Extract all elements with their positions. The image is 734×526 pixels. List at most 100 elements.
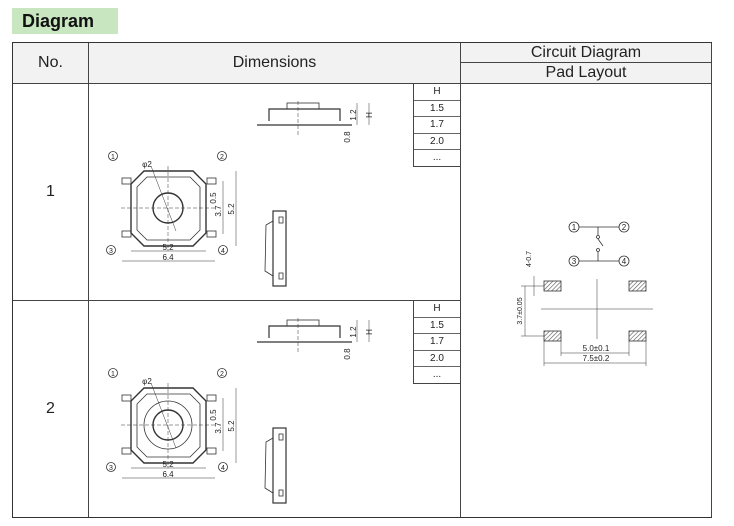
- pad-width-inner-label: 5.0±0.1: [583, 344, 610, 353]
- height-value: ...: [432, 369, 442, 380]
- pin-label: 2: [622, 223, 627, 232]
- diameter-label: φ2: [142, 160, 152, 169]
- height-header: H: [414, 84, 460, 101]
- pad-size-label: 4-0.7: [526, 251, 533, 267]
- end-body: [272, 210, 287, 287]
- height-label: H: [365, 329, 374, 335]
- pin-number-circle: [108, 368, 118, 378]
- end-button: [264, 437, 274, 494]
- header-no: No.: [13, 43, 89, 84]
- button-top: [286, 319, 320, 327]
- pin-pitch-label: 3.7: [214, 205, 223, 217]
- pin-number-label: 3: [109, 465, 113, 472]
- base-thickness-label: 0.8: [343, 131, 352, 143]
- pin-number-circle: [106, 462, 116, 472]
- circuit-pad-drawing: 1 2 3 4 5.0±0.1 7.5±0.2 3.7±0.05 4-0.7: [517, 221, 653, 366]
- width-inner-label: 5.2: [162, 460, 174, 469]
- section-title: Diagram: [12, 8, 118, 34]
- leader-line: [150, 165, 177, 232]
- pin-number-label: 2: [220, 154, 224, 161]
- button-top: [286, 102, 320, 110]
- pin: [206, 447, 217, 455]
- pad-layout: 5.0±0.1 7.5±0.2 3.7±0.05 4-0.7: [517, 251, 653, 366]
- width-outer-label: 6.4: [162, 253, 174, 262]
- side-body: [268, 108, 341, 121]
- pin-width-label: 0.5: [209, 409, 218, 421]
- base-thickness-label: 0.8: [343, 348, 352, 360]
- switch-body-inner: [136, 393, 201, 458]
- pin: [121, 177, 132, 185]
- height-header: H: [414, 301, 460, 318]
- height-value: 2.0: [414, 134, 460, 150]
- pin: [206, 394, 217, 402]
- pin-number-label: 4: [221, 248, 225, 255]
- circuit-diagram: 1 2 3 4: [568, 221, 630, 267]
- pin-number-label: 3: [109, 248, 113, 255]
- height-value: 1.5: [414, 101, 460, 117]
- diameter-label: φ2: [142, 377, 152, 386]
- switch-body-inner: [136, 176, 201, 241]
- side-view: 1.2 H 0.8: [257, 101, 374, 143]
- header-dimensions: Dimensions: [89, 43, 461, 84]
- pin-number-circle: [218, 245, 228, 255]
- switch-body-outline: [130, 387, 207, 464]
- pin-number-label: 1: [111, 154, 115, 161]
- pin-label: 4: [622, 257, 627, 266]
- height-value: 1.7: [414, 117, 460, 134]
- pin: [206, 177, 217, 185]
- pad-pitch-label: 3.7±0.05: [517, 297, 524, 324]
- height-value: 1.7: [414, 334, 460, 351]
- pin: [121, 447, 132, 455]
- pin-number-label: 4: [221, 465, 225, 472]
- pin-label: 3: [572, 257, 577, 266]
- switch-body-outline: [130, 170, 207, 247]
- header-circuit-diagram: Circuit Diagram: [461, 43, 712, 63]
- body-height-label: 5.2: [227, 203, 236, 215]
- width-outer-label: 6.4: [162, 470, 174, 479]
- circuit-pad-cell: 1 2 3 4 5.0±0.1 7.5±0.2 3.7±0.05 4-0.7: [461, 84, 712, 517]
- leader-line: [150, 382, 177, 449]
- pad-width-outer-label: 7.5±0.2: [583, 354, 610, 363]
- end-pin: [278, 272, 284, 280]
- body-height-label: 5.2: [227, 420, 236, 432]
- pin-number-circle: [106, 245, 116, 255]
- end-pin: [278, 433, 284, 441]
- side-body: [268, 325, 341, 338]
- pin: [206, 230, 217, 238]
- height-value: 2.0: [414, 351, 460, 367]
- pin-number-label: 2: [220, 371, 224, 378]
- row-2-number: 2: [13, 301, 89, 517]
- pin: [121, 230, 132, 238]
- end-body: [272, 427, 287, 504]
- end-pin: [278, 216, 284, 224]
- pin: [121, 394, 132, 402]
- diagram-table: No. Dimensions Circuit Diagram Pad Layou…: [12, 42, 712, 518]
- end-view: [264, 210, 287, 287]
- side-view: 1.2 H 0.8: [257, 318, 374, 360]
- width-inner-label: 5.2: [162, 243, 174, 252]
- thickness-label: 1.2: [349, 326, 358, 338]
- end-view: [264, 427, 287, 504]
- end-button: [264, 220, 274, 277]
- end-pin: [278, 489, 284, 497]
- header-pad-layout: Pad Layout: [461, 63, 712, 84]
- pin-label: 1: [572, 223, 577, 232]
- height-value: 1.5: [414, 318, 460, 334]
- pin-pitch-label: 3.7: [214, 422, 223, 434]
- row-1-number: 1: [13, 84, 89, 301]
- pin-width-label: 0.5: [209, 192, 218, 204]
- pin-number-circle: [217, 151, 227, 161]
- pin-number-circle: [217, 368, 227, 378]
- height-label: H: [365, 112, 374, 118]
- pin-number-circle: [218, 462, 228, 472]
- height-value: ...: [432, 152, 442, 163]
- thickness-label: 1.2: [349, 109, 358, 121]
- height-table: H 1.5 1.7 2.0 ...: [413, 84, 460, 167]
- height-table: H 1.5 1.7 2.0 ...: [413, 301, 460, 384]
